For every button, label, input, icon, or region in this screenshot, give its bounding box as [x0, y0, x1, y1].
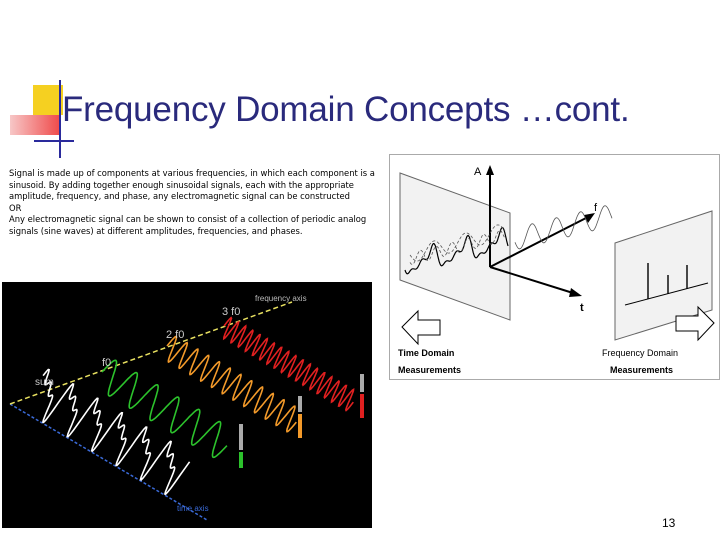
slide-body: Signal is made up of components at vario…	[9, 168, 379, 237]
3f0-label: 3 f0	[222, 306, 240, 318]
2f0-bar-orange	[298, 414, 302, 438]
domain-svg: A f t Time Domain Measurements Frequency…	[398, 165, 715, 375]
frequency-measurements-label: Measurements	[610, 365, 673, 375]
time-axis	[9, 403, 208, 521]
f0-waveform	[101, 359, 228, 459]
slide-title: Frequency Domain Concepts …cont.	[62, 90, 630, 129]
sum-waveform	[41, 368, 191, 496]
decor-red-square	[10, 115, 60, 135]
body-paragraph-2: OR	[9, 202, 22, 213]
time-frequency-domain-figure: A f t Time Domain Measurements Frequency…	[389, 154, 720, 380]
time-domain-signal	[404, 226, 509, 275]
frequency-label: f	[594, 202, 598, 214]
amplitude-axis-arrow	[486, 165, 494, 175]
time-axis-arrow	[569, 288, 582, 297]
component-wave-3	[514, 205, 613, 250]
time-domain-plane	[399, 172, 511, 321]
decor-yellow-square	[33, 85, 63, 115]
sum-label: sum	[35, 377, 54, 388]
f0-label: f0	[102, 357, 111, 369]
decomposition-svg: frequency axis time axis 3 f0 2 f0 f0 su…	[9, 294, 364, 521]
frequency-domain-pointer-arrow	[675, 305, 715, 342]
time-domain-pointer-arrow	[401, 309, 441, 346]
time-measurements-label: Measurements	[398, 365, 461, 375]
frequency-domain-plane	[614, 210, 713, 341]
page-number: 13	[662, 516, 676, 530]
spectrum-baseline	[624, 282, 709, 306]
body-paragraph-3: Any electromagnetic signal can be shown …	[9, 214, 367, 236]
2f0-waveform	[166, 335, 297, 433]
f0-bar-gray	[239, 424, 243, 450]
sinusoid-decomposition-figure: frequency axis time axis 3 f0 2 f0 f0 su…	[2, 282, 372, 528]
3f0-bar-gray	[360, 374, 364, 392]
body-paragraph-1: Signal is made up of components at vario…	[9, 168, 375, 202]
2f0-label: 2 f0	[166, 329, 184, 341]
decor-vertical-line	[59, 80, 61, 158]
amplitude-label: A	[474, 166, 482, 178]
time-label: t	[580, 302, 584, 314]
frequency-domain-label: Frequency Domain	[602, 348, 678, 358]
component-wave-1	[409, 224, 506, 262]
3f0-waveform	[222, 316, 355, 412]
time-domain-label: Time Domain	[398, 348, 454, 358]
time-axis-right	[489, 266, 574, 294]
frequency-axis	[9, 301, 293, 405]
frequency-axis-right	[489, 216, 589, 268]
3f0-bar-red	[360, 394, 364, 418]
decor-horizontal-line	[34, 140, 74, 142]
f0-bar-green	[239, 452, 243, 468]
time-axis-label: time axis	[177, 504, 209, 513]
frequency-axis-label: frequency axis	[255, 294, 307, 303]
2f0-bar-gray	[298, 396, 302, 412]
frequency-axis-arrow	[584, 213, 595, 223]
